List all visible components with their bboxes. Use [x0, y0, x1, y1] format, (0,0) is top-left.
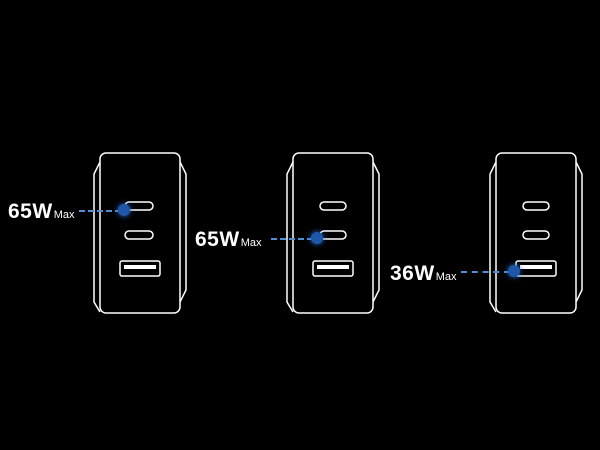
charger-outline [286, 152, 380, 314]
port-highlight-dot-1 [118, 204, 130, 216]
power-label-3: 36WMax [390, 262, 456, 286]
charger-2 [286, 150, 381, 316]
usb-c-port-2 [124, 230, 154, 240]
power-value: 65W [8, 200, 53, 223]
usb-c-port-2 [522, 230, 550, 240]
leader-line-3 [461, 271, 510, 273]
power-value: 65W [195, 228, 240, 251]
port-highlight-dot-2 [311, 232, 323, 244]
power-value: 36W [390, 262, 435, 285]
usb-c-port-1 [319, 201, 347, 211]
power-label-1: 65WMax [8, 200, 74, 224]
charger-outline [489, 152, 583, 314]
port-highlight-dot-3 [508, 265, 520, 277]
power-label-2: 65WMax [195, 228, 261, 252]
usb-a-port [119, 260, 161, 277]
usb-c-port-1 [522, 201, 550, 211]
usb-a-port [312, 260, 354, 277]
power-unit: Max [435, 271, 457, 283]
charger-outline [93, 152, 187, 314]
power-unit: Max [53, 209, 75, 221]
charger-3 [489, 150, 584, 316]
charger-1 [93, 150, 188, 316]
leader-line-1 [79, 210, 121, 212]
power-unit: Max [240, 237, 262, 249]
leader-line-2 [271, 238, 313, 240]
